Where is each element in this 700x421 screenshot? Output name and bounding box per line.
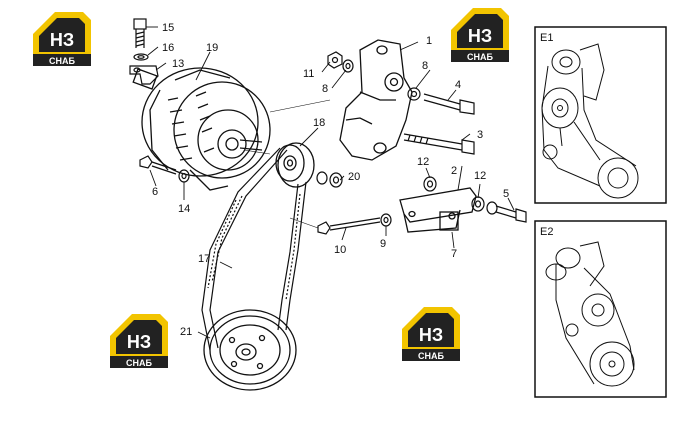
callout-18: 18 — [313, 117, 325, 129]
bolt-4 — [423, 93, 475, 115]
callout-5: 5 — [503, 188, 509, 200]
drive-belt — [201, 147, 307, 351]
callout-7: 7 — [451, 248, 457, 260]
callout-14: 14 — [178, 203, 190, 215]
callout-2: 2 — [451, 165, 457, 177]
brand-logo: НЗ СНАБ — [33, 12, 91, 66]
callout-17: 17 — [198, 253, 210, 265]
callout-15: 15 — [162, 22, 174, 34]
inset-e2: E2 — [534, 220, 667, 398]
alternator-pulley — [275, 142, 315, 188]
callout-16: 16 — [162, 42, 174, 54]
tension-bracket — [399, 187, 477, 233]
callout-labels: 15 16 13 19 1 11 8 8 4 3 18 12 2 12 5 20… — [152, 22, 509, 338]
callout-13: 13 — [172, 58, 184, 70]
bolt-6 — [139, 155, 177, 175]
logo-mark: НЗ — [127, 332, 151, 352]
washer-8-right — [407, 87, 421, 101]
crankshaft-pulley — [203, 309, 297, 391]
callout-8: 8 — [322, 83, 328, 95]
washer-8-upper — [342, 59, 354, 73]
leader-lines — [146, 26, 515, 339]
logo-mark: НЗ — [419, 325, 443, 345]
logo-sub: СНАБ — [467, 52, 493, 62]
callout-19: 19 — [206, 42, 218, 54]
logo-sub: СНАБ — [49, 56, 75, 66]
callout-1: 1 — [426, 35, 432, 47]
brand-logo: НЗ СНАБ — [451, 8, 509, 62]
bolt-10 — [317, 217, 381, 235]
callout-9: 9 — [380, 238, 386, 250]
callout-10: 10 — [334, 244, 346, 256]
logo-mark: НЗ — [50, 30, 74, 50]
washer-9 — [380, 213, 392, 227]
callout-12: 12 — [474, 170, 486, 182]
logo-mark: НЗ — [468, 26, 492, 46]
bolt-3 — [403, 133, 475, 155]
inset-e1-label: E1 — [540, 32, 553, 44]
nut-11 — [327, 51, 343, 69]
callout-11: 11 — [303, 68, 314, 80]
inset-e1: E1 — [534, 26, 667, 204]
brand-logo: НЗ СНАБ — [402, 307, 460, 361]
callout-3: 3 — [477, 129, 483, 141]
mounting-bracket — [339, 39, 413, 161]
bolt-5 — [486, 201, 527, 223]
callout-20: 20 — [348, 171, 360, 183]
logo-sub: СНАБ — [418, 351, 444, 361]
callout-4: 4 — [455, 79, 461, 91]
inset-e2-label: E2 — [540, 226, 553, 238]
washer-12-left — [423, 176, 437, 192]
callout-12: 12 — [417, 156, 429, 168]
callout-21: 21 — [180, 326, 192, 338]
bolt-15 — [133, 18, 147, 48]
brand-logo: НЗ СНАБ — [110, 314, 168, 368]
washer-20 — [316, 171, 343, 188]
callout-8: 8 — [422, 60, 428, 72]
logo-sub: СНАБ — [126, 358, 152, 368]
callout-6: 6 — [152, 186, 158, 198]
washer-16 — [133, 53, 149, 61]
alternator — [132, 67, 271, 191]
washer-14 — [178, 169, 190, 183]
bracket-13 — [129, 65, 159, 85]
